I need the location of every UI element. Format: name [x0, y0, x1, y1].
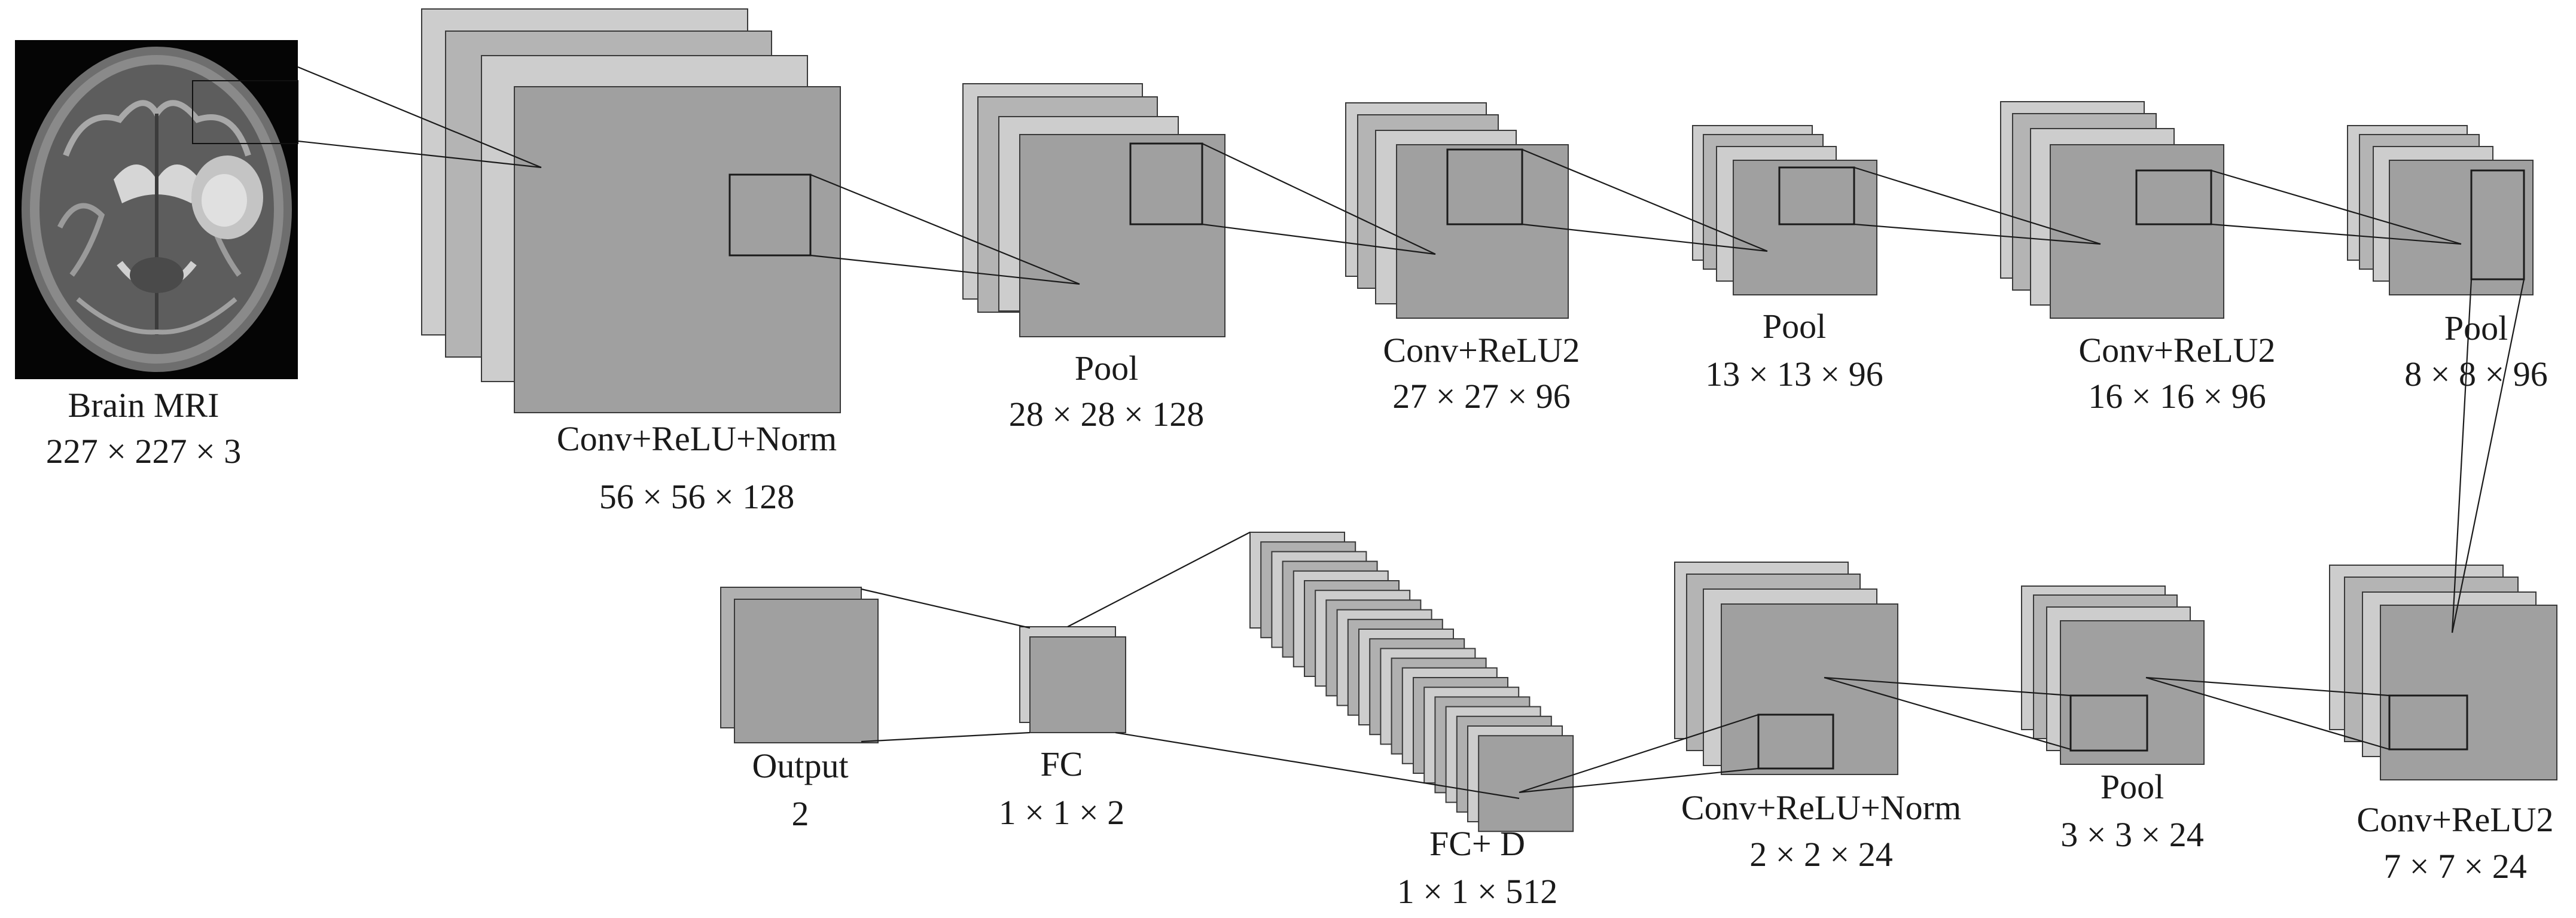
pool3-feature-maps	[2347, 125, 2534, 295]
conv5-feature-maps	[1674, 562, 1898, 775]
fcd-map	[1478, 735, 1574, 832]
fc-label: FC	[1041, 745, 1083, 783]
conv5-size: 2 × 2 × 24	[1749, 835, 1892, 874]
pool3-size: 8 × 8 × 96	[2404, 355, 2547, 394]
pool3-label: Pool	[2444, 309, 2508, 347]
conv5-kernel-window	[1757, 713, 1834, 770]
conv4-feature-maps	[2329, 565, 2557, 780]
fc-size: 1 × 1 × 2	[999, 793, 1124, 832]
pool2-feature-maps	[1692, 125, 1877, 295]
pool2-size: 13 × 13 × 96	[1705, 355, 1883, 394]
conv4-size: 7 × 7 × 24	[2383, 847, 2526, 886]
conv2-kernel-window	[1446, 148, 1523, 225]
input-title: Brain MRI	[68, 386, 220, 425]
conv1-feature-maps	[421, 8, 841, 413]
pool1-size: 28 × 28 × 128	[1009, 395, 1204, 434]
conv5-label: Conv+ReLU+Norm	[1681, 788, 1961, 827]
conv3-label: Conv+ReLU2	[2078, 331, 2275, 370]
fcd-label: FC+ D	[1429, 824, 1525, 863]
pool1-feature-maps	[962, 83, 1225, 337]
brain-mri-image	[15, 40, 298, 379]
fc-feature-maps	[1019, 626, 1126, 733]
conv2-feature-maps	[1345, 102, 1569, 319]
pool3-kernel-window	[2470, 169, 2525, 280]
fcd-size: 1 × 1 × 512	[1397, 872, 1557, 911]
conv3-kernel-window	[2135, 169, 2212, 225]
pool4-kernel-window	[2069, 694, 2148, 752]
pool4-feature-maps	[2021, 585, 2205, 765]
conv2-size: 27 × 27 × 96	[1392, 377, 1570, 416]
conv3-feature-maps	[2000, 101, 2224, 319]
conv1-kernel-window	[728, 173, 812, 257]
conv3-size: 16 × 16 × 96	[2088, 377, 2266, 416]
conv1-label: Conv+ReLU+Norm	[557, 419, 837, 458]
output-label: Output	[752, 746, 848, 785]
conv4-label: Conv+ReLU2	[2356, 800, 2553, 839]
fcd-feature-maps	[1249, 532, 1574, 832]
pool1-kernel-window	[1129, 142, 1203, 225]
input-size: 227 × 227 × 3	[46, 432, 241, 471]
pool2-kernel-window	[1778, 166, 1855, 225]
conv4-kernel-window	[2388, 694, 2468, 751]
pool4-label: Pool	[2101, 767, 2164, 806]
conv1-size: 56 × 56 × 128	[599, 477, 794, 516]
pool2-label: Pool	[1763, 307, 1826, 346]
pool1-label: Pool	[1075, 349, 1138, 388]
output-feature-maps	[720, 587, 879, 743]
connector-lines	[297, 66, 2525, 800]
pool4-size: 3 × 3 × 24	[2060, 815, 2203, 854]
conv2-label: Conv+ReLU2	[1383, 331, 1580, 370]
output-size: 2	[792, 794, 809, 833]
